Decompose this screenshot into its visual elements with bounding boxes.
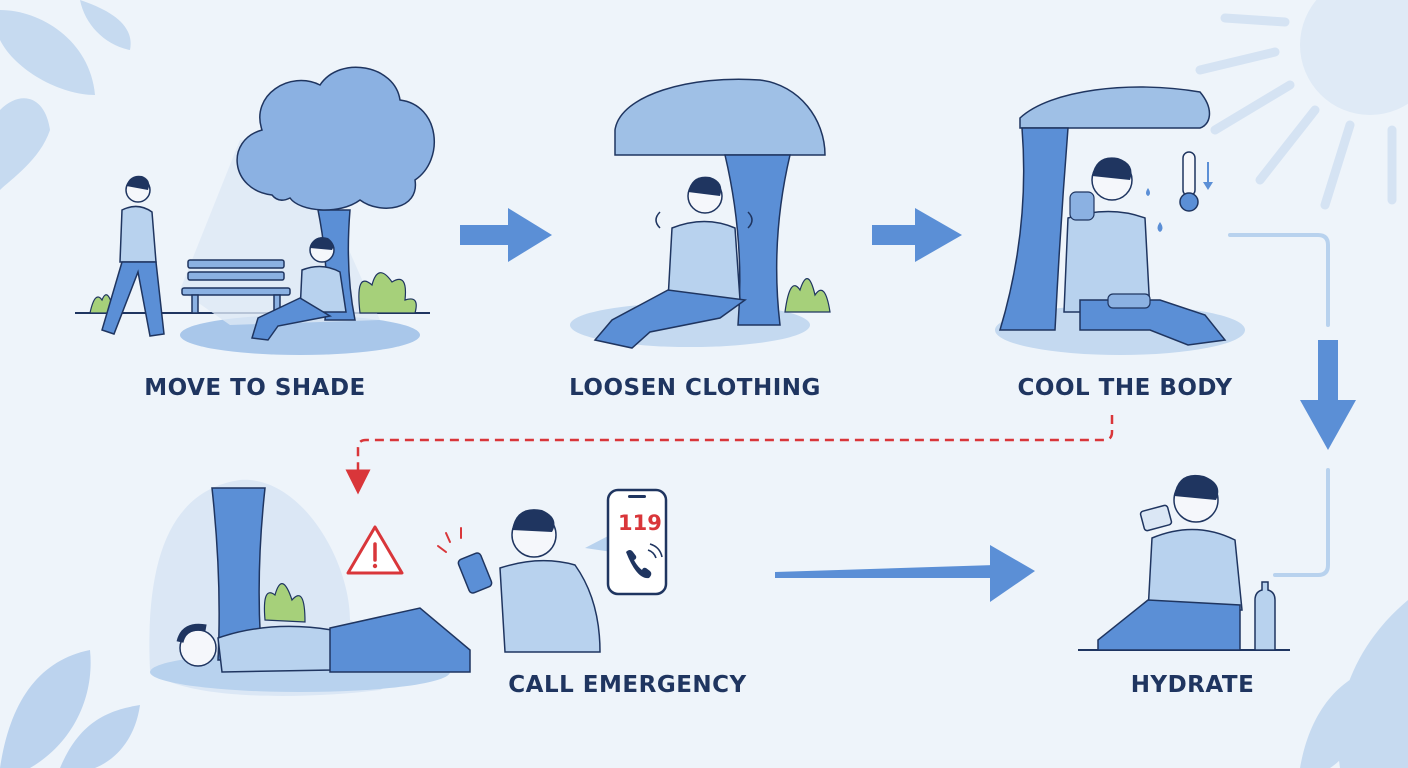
step-label-call-emergency: CALL EMERGENCY: [508, 672, 747, 698]
warning-triangle-icon: [346, 525, 404, 575]
thermometer-down-icon: [1179, 151, 1213, 212]
step-label-cool-the-body: COOL THE BODY: [1017, 375, 1233, 401]
flow-bracket-right: [1228, 233, 1330, 577]
step-move-to-shade-illustration: [75, 66, 436, 355]
emergency-dashed-connector: [345, 415, 1114, 495]
flow-arrow-1: [460, 208, 552, 262]
step-loosen-clothing-illustration: [570, 78, 831, 349]
leaf-decor-bottom-right: [1300, 600, 1408, 768]
flow-arrow-to-hydrate: [775, 545, 1035, 602]
sun-icon: [1195, 0, 1408, 210]
step-hydrate-illustration: [1078, 474, 1290, 651]
leaf-decor-top-left: [0, 0, 131, 190]
step-label-move-to-shade: MOVE TO SHADE: [144, 375, 366, 401]
flow-arrow-down: [1300, 340, 1356, 450]
flow-arrow-2: [872, 208, 962, 262]
emergency-number: 119: [618, 511, 662, 535]
step-label-loosen-clothing: LOOSEN CLOTHING: [569, 375, 821, 401]
leaf-decor-bottom-left: [0, 650, 140, 768]
step-call-emergency-illustration: [149, 479, 668, 696]
phone-icon: [585, 488, 668, 596]
step-cool-the-body-illustration: [995, 86, 1245, 355]
step-label-hydrate: HYDRATE: [1130, 672, 1255, 698]
